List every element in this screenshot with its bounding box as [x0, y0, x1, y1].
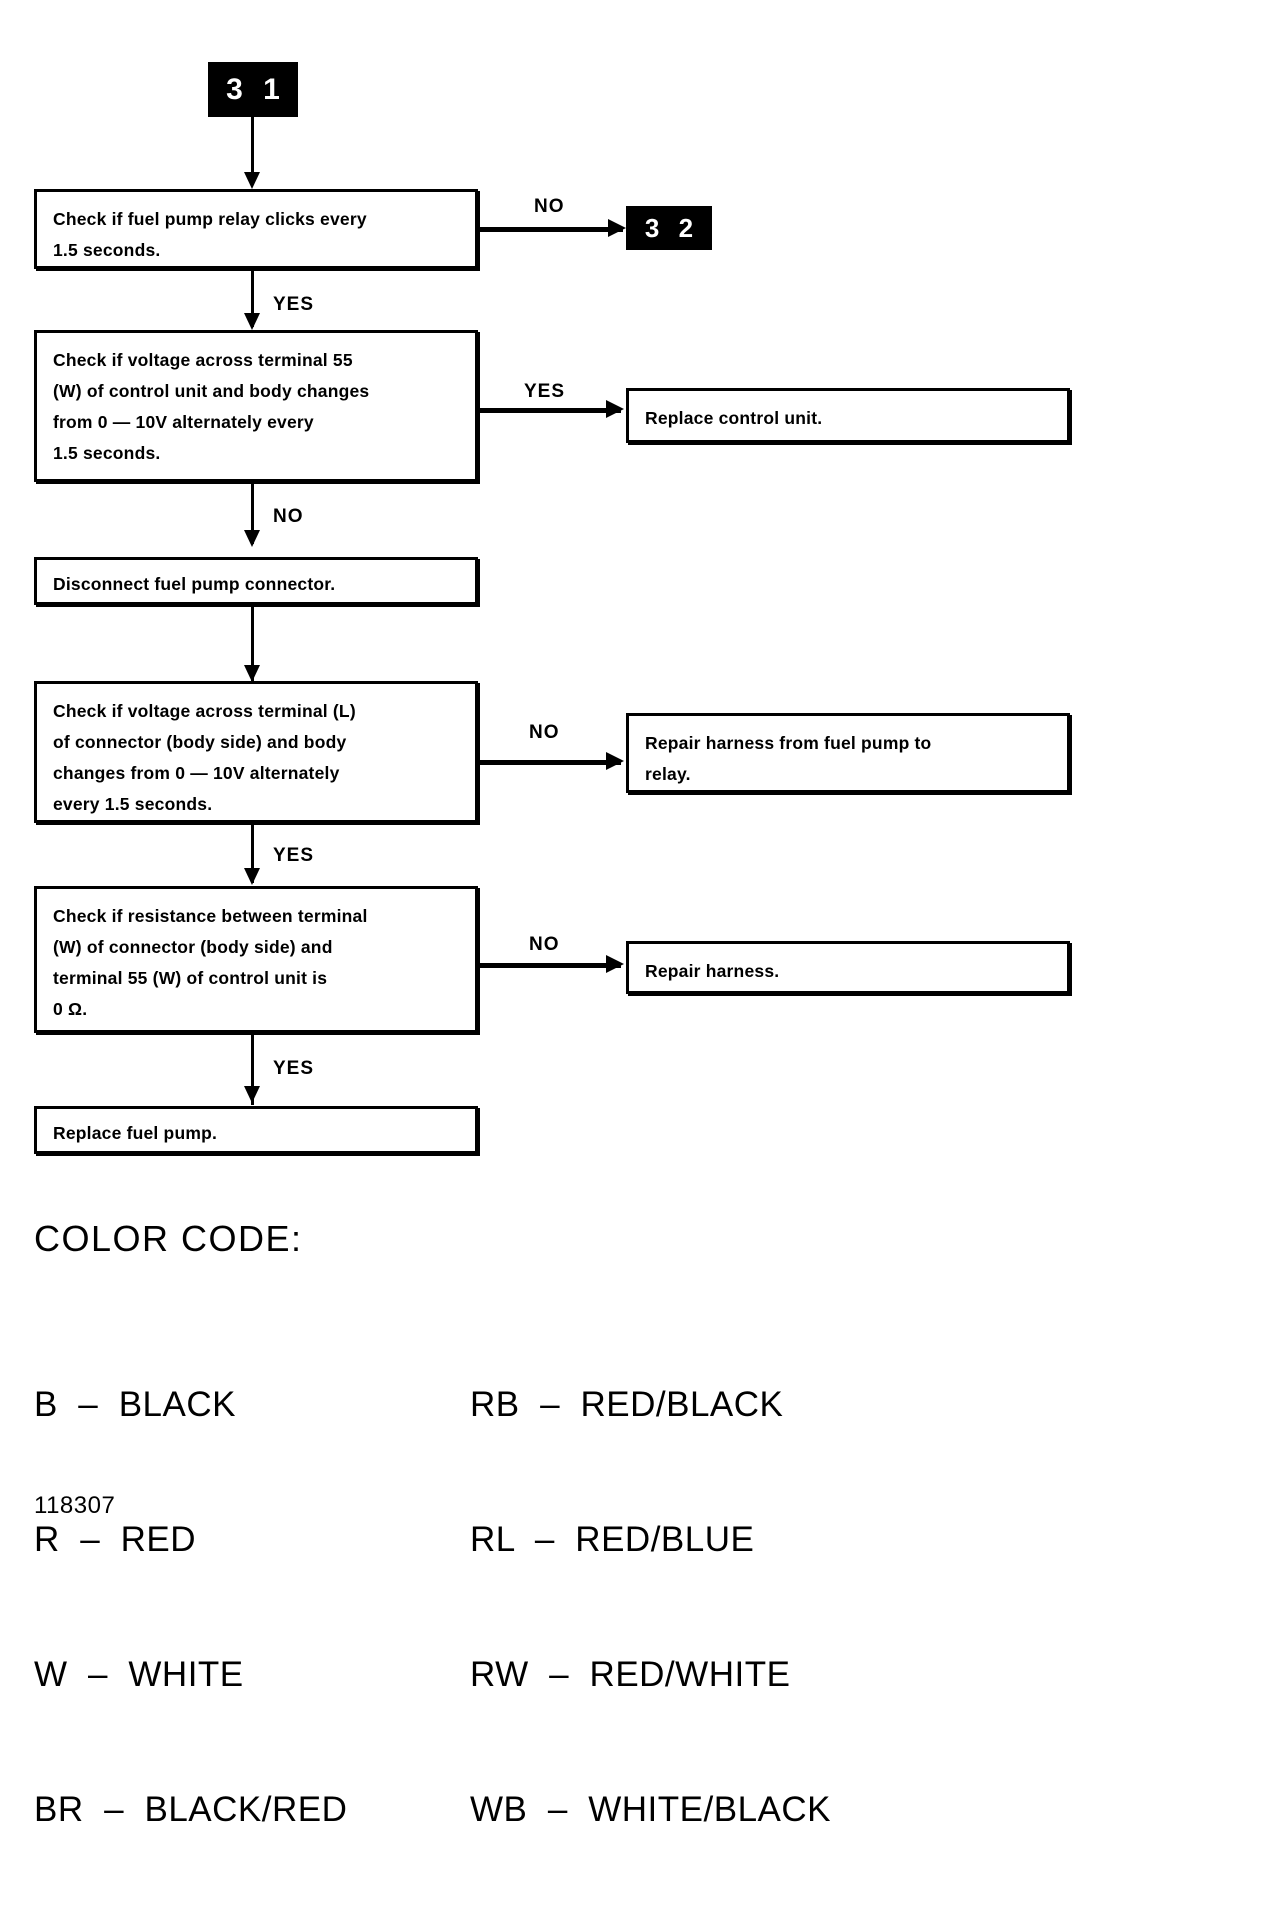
branch-label-voltage55-yes: YES: [524, 381, 566, 402]
branch-label-voltage55-no: NO: [273, 506, 304, 527]
color-code-entry: W – WHITE: [34, 1655, 244, 1694]
node-line: Check if resistance between terminal: [53, 906, 368, 926]
node-check-fuel-pump-relay-clicks: Check if fuel pump relay clicks every 1.…: [34, 189, 478, 269]
color-code-entry: RL – RED/BLUE: [470, 1520, 755, 1559]
node-line: changes from 0 — 10V alternately: [53, 763, 340, 783]
branch-label-resistance-yes: YES: [273, 1058, 315, 1079]
node-check-resistance: Check if resistance between terminal (W)…: [34, 886, 478, 1033]
connector-voltage55-yes: [478, 408, 621, 413]
color-code-entry: WB – WHITE/BLACK: [470, 1790, 831, 1829]
arrow-down-icon: [244, 665, 260, 682]
connector-voltage-l-no: [478, 760, 621, 765]
branch-label-resistance-no: NO: [529, 934, 560, 955]
entry-reference-badge-31: 3 1: [208, 62, 298, 117]
node-line: (W) of control unit and body changes: [53, 381, 370, 401]
node-line: Check if voltage across terminal 55: [53, 350, 353, 370]
node-check-voltage-terminal-l: Check if voltage across terminal (L) of …: [34, 681, 478, 823]
branch-label-relay-yes: YES: [273, 294, 315, 315]
node-check-voltage-terminal-55: Check if voltage across terminal 55 (W) …: [34, 330, 478, 482]
color-code-entry: RB – RED/BLACK: [470, 1385, 784, 1424]
node-line: Replace fuel pump.: [53, 1123, 218, 1143]
arrow-down-icon: [244, 868, 260, 885]
connector-entry-to-check-relay: [251, 117, 254, 179]
arrow-right-icon: [606, 955, 624, 973]
arrow-down-icon: [244, 530, 260, 547]
node-line: 1.5 seconds.: [53, 240, 161, 260]
figure-id-label: 118307: [34, 1492, 116, 1519]
node-line: Repair harness.: [645, 961, 780, 981]
node-line: 0 Ω.: [53, 999, 88, 1019]
node-line: Check if voltage across terminal (L): [53, 701, 356, 721]
connector-resistance-yes: [251, 1033, 254, 1105]
color-code-left-column: B – BLACK R – RED W – WHITE BR – BLACK/R…: [34, 1292, 347, 1922]
node-line: from 0 — 10V alternately every: [53, 412, 314, 432]
connector-voltage55-no: [251, 482, 254, 544]
connector-disconnect-to-voltage-l: [251, 605, 254, 683]
node-line: Replace control unit.: [645, 408, 823, 428]
connector-check-relay-yes: [251, 269, 254, 327]
node-repair-harness-pump-to-relay: Repair harness from fuel pump to relay.: [626, 713, 1070, 793]
exit-reference-badge-32: 3 2: [626, 206, 712, 250]
node-line: of connector (body side) and body: [53, 732, 347, 752]
connector-voltage-l-yes: [251, 823, 254, 883]
branch-label-voltage-l-no: NO: [529, 722, 560, 743]
connector-resistance-no: [478, 963, 621, 968]
flowchart-sheet: 3 1 Check if fuel pump relay clicks ever…: [34, 62, 1070, 1829]
arrow-right-icon: [608, 219, 626, 237]
node-repair-harness: Repair harness.: [626, 941, 1070, 994]
node-line: relay.: [645, 764, 691, 784]
color-code-entry: R – RED: [34, 1520, 197, 1559]
color-code-right-column: RB – RED/BLACK RL – RED/BLUE RW – RED/WH…: [470, 1292, 831, 1922]
branch-label-relay-no: NO: [534, 196, 565, 217]
connector-check-relay-no: [478, 227, 623, 232]
color-code-title: COLOR CODE:: [34, 1218, 303, 1259]
node-line: every 1.5 seconds.: [53, 794, 213, 814]
color-code-entry: RW – RED/WHITE: [470, 1655, 791, 1694]
arrow-right-icon: [606, 400, 624, 418]
branch-label-voltage-l-yes: YES: [273, 845, 315, 866]
node-disconnect-fuel-pump-connector: Disconnect fuel pump connector.: [34, 557, 478, 605]
color-code-entry: B – BLACK: [34, 1385, 236, 1424]
arrow-down-icon: [244, 313, 260, 330]
arrow-down-icon: [244, 172, 260, 189]
arrow-right-icon: [606, 752, 624, 770]
color-code-entry: BR – BLACK/RED: [34, 1790, 348, 1829]
arrow-down-icon: [244, 1086, 260, 1103]
node-line: 1.5 seconds.: [53, 443, 161, 463]
node-line: Disconnect fuel pump connector.: [53, 574, 336, 594]
node-replace-fuel-pump: Replace fuel pump.: [34, 1106, 478, 1154]
node-replace-control-unit: Replace control unit.: [626, 388, 1070, 443]
node-line: terminal 55 (W) of control unit is: [53, 968, 328, 988]
node-line: Repair harness from fuel pump to: [645, 733, 932, 753]
node-line: Check if fuel pump relay clicks every: [53, 209, 367, 229]
node-line: (W) of connector (body side) and: [53, 937, 333, 957]
